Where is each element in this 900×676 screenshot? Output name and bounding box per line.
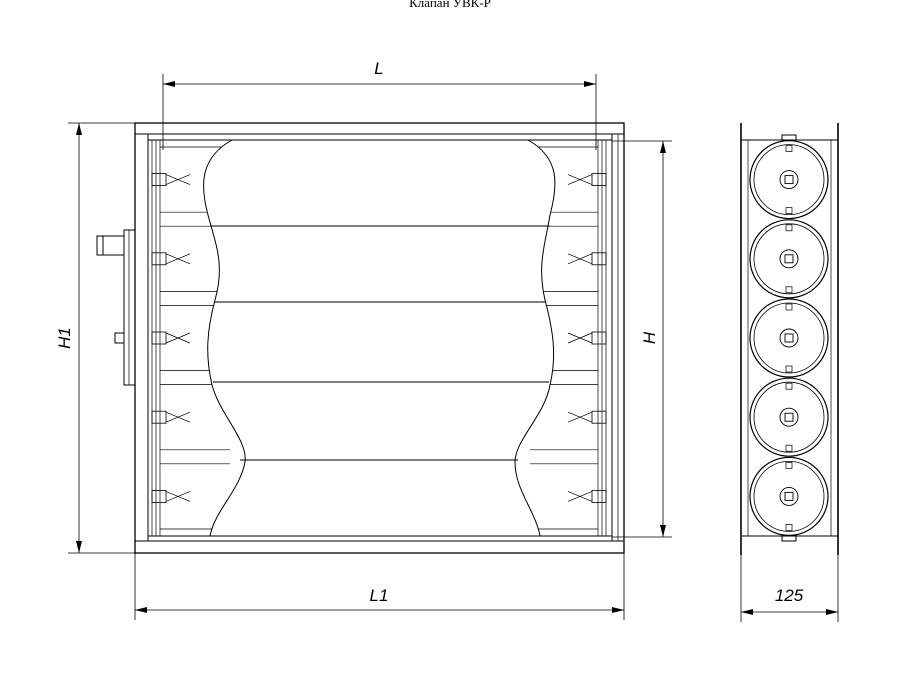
blade-disc-outer xyxy=(749,140,829,220)
axle-bracket-right xyxy=(591,331,607,345)
axle-bracket-left xyxy=(151,252,167,266)
blade-disc-axle xyxy=(784,412,794,422)
blade-disc-hub xyxy=(779,407,799,427)
blade-disc-tab xyxy=(785,286,793,294)
blade-link xyxy=(567,332,593,344)
blade-disc-axle xyxy=(784,254,794,264)
blade-disc-outer xyxy=(749,377,829,457)
axle-bracket-left xyxy=(151,410,167,424)
blade-disc-hub xyxy=(779,249,799,269)
blade-disc-tab xyxy=(785,365,793,373)
blade-disc-ring xyxy=(753,223,825,295)
blade-disc-ring xyxy=(753,302,825,374)
blade-disc-hub xyxy=(779,170,799,190)
dim-depth-label: 125 xyxy=(775,586,804,605)
cutout-shape xyxy=(203,139,556,537)
blade-disc-hub xyxy=(779,328,799,348)
blade-disc-tab xyxy=(785,303,793,311)
blade-disc-ring xyxy=(753,144,825,216)
blade-disc-axle xyxy=(784,175,794,185)
blade-link xyxy=(567,411,593,423)
axle-bracket-left xyxy=(151,173,167,187)
blade-disc-hub xyxy=(779,486,799,506)
blade-disc-outer xyxy=(749,298,829,378)
blade-disc-axle xyxy=(784,333,794,343)
axle-bracket-right xyxy=(591,489,607,503)
blade-link xyxy=(165,491,191,502)
handle-plate xyxy=(123,229,136,386)
blade-disc-tab xyxy=(785,382,793,390)
blade-disc-tab xyxy=(785,444,793,452)
drawing-title: Клапан УВК-Р xyxy=(409,0,491,8)
blade-disc-outer xyxy=(749,456,829,536)
blade-disc-ring xyxy=(753,381,825,453)
handle-grip xyxy=(96,235,125,256)
blade-link xyxy=(165,411,191,423)
axle-bracket-left xyxy=(151,489,167,503)
blade-disc-tab xyxy=(785,462,793,469)
front-view xyxy=(96,122,625,554)
blade-disc-tab xyxy=(785,207,793,214)
axle-bracket-right xyxy=(591,410,607,424)
axle-bracket-left xyxy=(151,331,167,345)
blade-link xyxy=(567,491,593,502)
blade-link xyxy=(567,174,593,185)
dim-H1-label: H1 xyxy=(55,327,74,349)
blade-disc-axle xyxy=(784,491,794,501)
blade-link xyxy=(165,332,191,344)
axle-bracket-right xyxy=(591,173,607,187)
handle-stub xyxy=(114,332,125,344)
blade-link xyxy=(165,174,191,185)
dim-H-label: H xyxy=(640,331,659,344)
blade-disc-outer xyxy=(749,219,829,299)
blade-disc-ring xyxy=(753,460,825,532)
blade-disc-tab xyxy=(785,145,793,152)
dim-L1-label: L1 xyxy=(370,586,389,605)
blade-disc-tab xyxy=(785,224,793,232)
blade-disc-tab xyxy=(785,524,793,531)
blade-discs xyxy=(749,140,829,536)
axle-bracket-right xyxy=(591,252,607,266)
dim-L-label: L xyxy=(374,59,383,78)
blade-link xyxy=(165,253,191,265)
blade-link xyxy=(567,253,593,265)
side-view xyxy=(740,123,839,555)
dimension-lines xyxy=(68,74,839,622)
